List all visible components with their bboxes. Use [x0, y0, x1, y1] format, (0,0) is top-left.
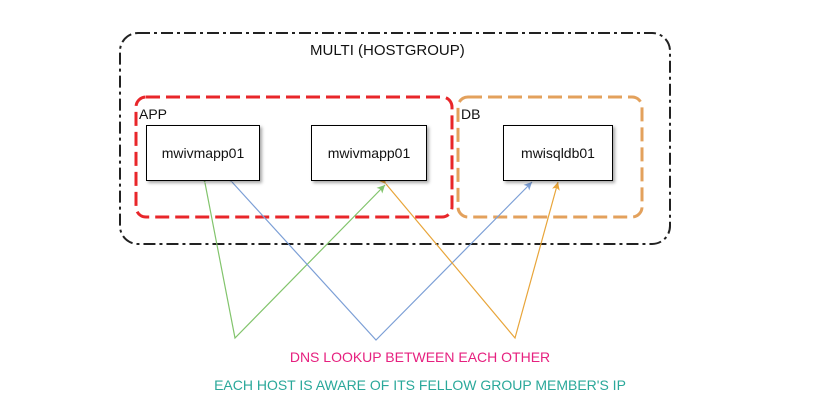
group-awareness-caption: EACH HOST IS AWARE OF ITS FELLOW GROUP M… — [214, 377, 626, 393]
host-db-1[interactable]: mwisqldb01 — [503, 125, 613, 181]
dns-lookup-caption: DNS LOOKUP BETWEEN EACH OTHER — [289, 349, 551, 365]
green-arrow — [199, 174, 386, 340]
app-group-container — [134, 95, 454, 219]
blue-arrow — [223, 173, 533, 341]
db-group-label: DB — [461, 106, 481, 122]
orange-arrow — [377, 175, 560, 340]
hostgroup-title: MULTI (HOSTGROUP) — [310, 42, 465, 59]
host-app-2[interactable]: mwivmapp01 — [311, 125, 427, 181]
db-group-container — [456, 95, 644, 219]
app-group-label: APP — [139, 106, 168, 122]
host-app-1[interactable]: mwivmapp01 — [146, 125, 260, 181]
hostgroup-container — [119, 32, 671, 245]
